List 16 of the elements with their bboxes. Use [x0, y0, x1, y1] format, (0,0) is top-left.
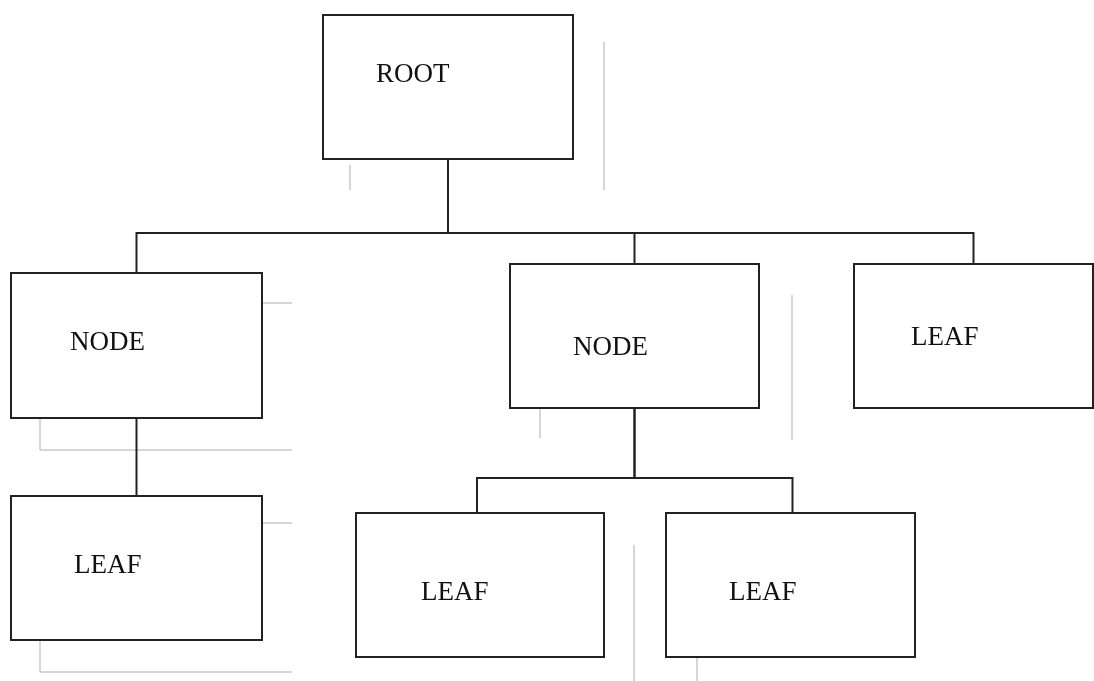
node-label: LEAF [729, 576, 797, 607]
tree-node-box [322, 14, 574, 160]
node-label: LEAF [421, 576, 489, 607]
tree-node-box [853, 263, 1094, 409]
tree-node-box [10, 495, 263, 641]
node-label: LEAF [74, 549, 142, 580]
connector-line [135, 418, 138, 496]
node-label: NODE [70, 326, 145, 357]
node-label: ROOT [376, 58, 450, 89]
tree-node-box [355, 512, 605, 658]
node-label: NODE [573, 331, 648, 362]
node-label: LEAF [911, 321, 979, 352]
connector-line [633, 408, 794, 513]
tree-node-box [10, 272, 263, 419]
tree-node-box [509, 263, 760, 409]
tree-node-box [665, 512, 916, 658]
